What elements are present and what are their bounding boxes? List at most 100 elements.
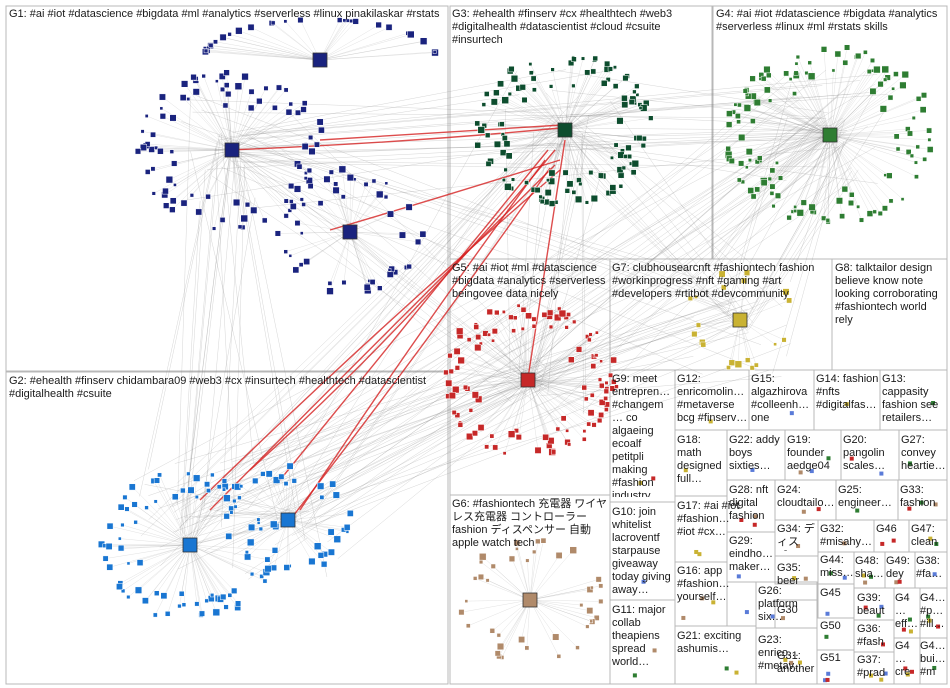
node [641, 579, 646, 584]
node [283, 213, 289, 219]
edge [164, 149, 233, 196]
node [152, 612, 158, 618]
edge [531, 151, 579, 385]
edge [564, 102, 647, 131]
edge [519, 117, 563, 344]
node [297, 17, 304, 24]
node [767, 176, 772, 182]
node [604, 407, 609, 412]
node [493, 89, 500, 96]
node [718, 270, 726, 278]
node [198, 610, 205, 617]
edge [503, 120, 823, 349]
edge [349, 231, 407, 268]
edge [752, 120, 831, 136]
edge [487, 143, 818, 425]
edge [232, 69, 566, 133]
edge [167, 544, 191, 614]
node [528, 70, 534, 76]
node [486, 308, 493, 316]
edge [829, 134, 892, 202]
edge [193, 77, 233, 151]
edge [744, 139, 848, 321]
node [575, 346, 583, 353]
edge [189, 544, 198, 604]
edge [829, 109, 924, 136]
node [560, 415, 567, 422]
node [786, 297, 793, 304]
edge [172, 117, 233, 151]
node [872, 209, 877, 214]
group-label-g14: G14: fashion #nfts #digitalfas… [816, 373, 879, 411]
edge [529, 599, 588, 627]
edge [564, 129, 588, 203]
edge [551, 129, 566, 204]
edge [564, 120, 621, 131]
edge [231, 76, 246, 151]
edge [527, 312, 551, 381]
edge [448, 379, 529, 384]
edge [203, 147, 237, 511]
node [781, 337, 787, 343]
node [548, 200, 556, 207]
edge [189, 496, 198, 546]
node [798, 470, 803, 475]
node [595, 330, 599, 335]
node [700, 341, 707, 348]
group-label-g10: G10: join whitelist lacroventf starpause… [612, 506, 671, 596]
node [308, 134, 314, 141]
edge [155, 544, 191, 616]
edge [829, 60, 873, 136]
edge [143, 147, 233, 151]
node [447, 353, 453, 359]
group-label-g9: G9: meet entrepren… #changem… co algaein… [612, 373, 671, 497]
node [599, 382, 605, 389]
node [869, 673, 874, 678]
node [934, 541, 939, 546]
node [590, 585, 594, 590]
node [128, 483, 136, 491]
node [587, 409, 595, 417]
edge [533, 78, 566, 131]
node [603, 396, 608, 401]
edge [206, 49, 321, 61]
edge [564, 71, 594, 131]
edge [567, 125, 843, 365]
node [700, 596, 705, 601]
group-label-g17: G17: #ai #iot #fashion… #iot #cx… [677, 500, 740, 538]
edge [564, 129, 621, 170]
node [891, 538, 896, 543]
node [489, 433, 495, 439]
group-box [5, 371, 449, 685]
node [552, 633, 560, 641]
node [346, 174, 354, 182]
edge [287, 513, 351, 521]
node [638, 480, 643, 485]
edge [231, 149, 310, 181]
node [292, 266, 300, 274]
edge [527, 379, 608, 405]
node [190, 74, 197, 81]
edge [527, 375, 611, 381]
edge [177, 96, 191, 504]
node [933, 502, 938, 507]
edge [735, 104, 831, 136]
node [604, 60, 611, 67]
node [524, 645, 530, 651]
node [753, 362, 759, 368]
node [582, 429, 587, 434]
node [313, 542, 322, 550]
edge [159, 474, 191, 546]
node [237, 495, 242, 500]
node [763, 65, 771, 74]
edge [739, 134, 831, 181]
edge [231, 149, 254, 211]
edge [564, 85, 616, 131]
edge [500, 599, 531, 647]
node [796, 544, 801, 549]
node [484, 444, 490, 450]
node [153, 499, 158, 504]
group-label-g12: G12: enricomolin… #metaverse bcg #finser… [677, 373, 748, 424]
node [120, 588, 126, 594]
edge [763, 78, 831, 136]
